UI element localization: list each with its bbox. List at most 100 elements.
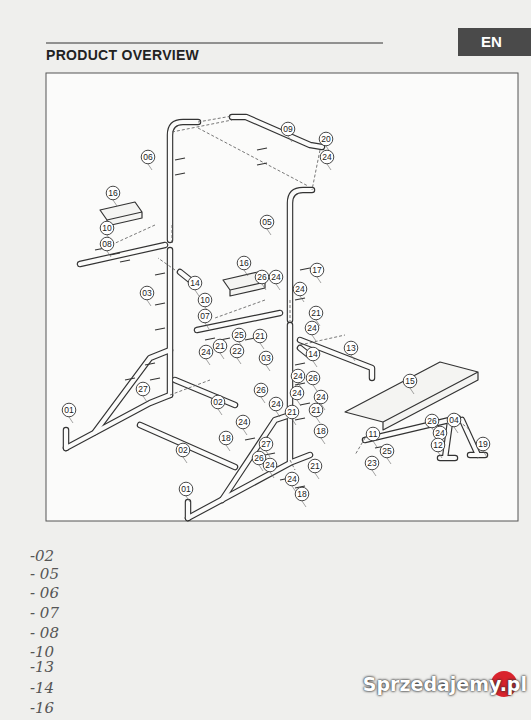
callout-circle <box>255 270 269 284</box>
leader-line <box>262 284 266 290</box>
callout-number: 21 <box>255 331 264 342</box>
callout-circle <box>179 482 193 496</box>
callout-number: 24 <box>271 399 280 410</box>
callout-number: 26 <box>427 416 436 427</box>
tube-inner <box>188 455 310 518</box>
callout-circle <box>290 386 304 400</box>
tube-outline <box>167 250 174 395</box>
bolt <box>300 268 310 270</box>
callout-circle <box>305 321 319 335</box>
callout-number: 24 <box>287 474 296 485</box>
bolt <box>155 273 165 275</box>
handwritten-note: - 07 <box>30 604 59 622</box>
leader-line <box>69 417 73 423</box>
callout-number: 20 <box>321 134 330 145</box>
bolt <box>110 253 120 255</box>
bolt <box>257 148 267 150</box>
leader-line <box>313 385 317 391</box>
callout-circle <box>263 458 277 472</box>
bolt <box>245 438 255 440</box>
callout-circle <box>254 383 268 397</box>
callout-number: 14 <box>190 278 199 289</box>
callout-number: 26 <box>254 453 263 464</box>
tube-outline <box>170 122 198 240</box>
callout-number: 06 <box>143 152 152 163</box>
callout-number: 12 <box>433 440 442 451</box>
leader-line <box>205 323 209 329</box>
callout-circle <box>232 328 246 342</box>
callout-circle <box>269 397 283 411</box>
callout-number: 05 <box>262 217 271 228</box>
callout-circle <box>291 369 305 383</box>
drawing-frame <box>46 73 518 521</box>
callout-number: 25 <box>382 446 391 457</box>
callout-circle <box>106 186 120 200</box>
leader-line <box>270 472 274 478</box>
leader-line <box>292 419 296 425</box>
bolt <box>125 378 135 380</box>
handwritten-note: - 05 <box>30 565 59 583</box>
tube-inner <box>186 502 190 518</box>
leader-line <box>186 496 190 502</box>
tube-inner <box>222 415 290 500</box>
leader-line <box>372 470 376 476</box>
callout-circle <box>140 286 154 300</box>
callout-number: 03 <box>142 288 151 299</box>
callout-circle <box>285 472 299 486</box>
callout-circle <box>285 405 299 419</box>
callout-number: 26 <box>257 272 266 283</box>
callout-number: 04 <box>449 415 458 426</box>
leader-line <box>313 361 317 367</box>
callout-circle <box>447 413 461 427</box>
callout-number: 24 <box>238 417 247 428</box>
callout-circle <box>314 390 328 404</box>
bolt <box>120 260 130 262</box>
callout-circle <box>198 293 212 307</box>
callout-number: 08 <box>102 239 111 250</box>
bolt <box>295 418 305 420</box>
handwritten-note: - 06 <box>30 584 59 602</box>
handwritten-note: -13 <box>30 658 54 676</box>
callout-number: 18 <box>297 489 306 500</box>
callout-number: 24 <box>292 388 301 399</box>
leader-line <box>147 300 151 306</box>
callout-number: 11 <box>369 429 378 440</box>
handwritten-note: -02 <box>30 547 54 565</box>
callout-number: 01 <box>181 484 190 495</box>
tube-outline <box>290 190 312 320</box>
callout-circle <box>141 150 155 164</box>
callout-number: 24 <box>322 152 331 163</box>
callout-number: 24 <box>316 392 325 403</box>
handwritten-note: - 08 <box>30 624 59 642</box>
leader-line <box>302 501 306 507</box>
tube-inner <box>232 117 322 147</box>
tube-outline <box>180 272 190 280</box>
callout-circles <box>62 122 490 501</box>
pad <box>345 362 478 430</box>
callout-number: 26 <box>308 373 317 384</box>
leader-line <box>218 409 222 415</box>
callout-number: 10 <box>102 223 111 234</box>
callout-number: 24 <box>435 428 444 439</box>
tube-inner <box>175 380 235 405</box>
callout-circle <box>306 371 320 385</box>
callout-number: 18 <box>221 433 230 444</box>
callout-number: 24 <box>307 323 316 334</box>
callout-circle <box>308 459 322 473</box>
leader-line <box>483 451 487 457</box>
callout-number: 25 <box>234 330 243 341</box>
leader-line <box>321 438 325 444</box>
leader-line <box>195 290 199 296</box>
tube-outline <box>232 117 322 147</box>
callout-number: 16 <box>239 258 248 269</box>
assembly-guides <box>100 116 470 470</box>
callout-circle <box>314 424 328 438</box>
leader-line <box>206 359 210 365</box>
leader-line <box>266 365 270 371</box>
callout-circle <box>309 306 323 320</box>
leader-line <box>327 164 331 170</box>
callout-circle <box>433 426 447 440</box>
bolt <box>175 158 185 160</box>
callout-circle <box>213 339 227 353</box>
